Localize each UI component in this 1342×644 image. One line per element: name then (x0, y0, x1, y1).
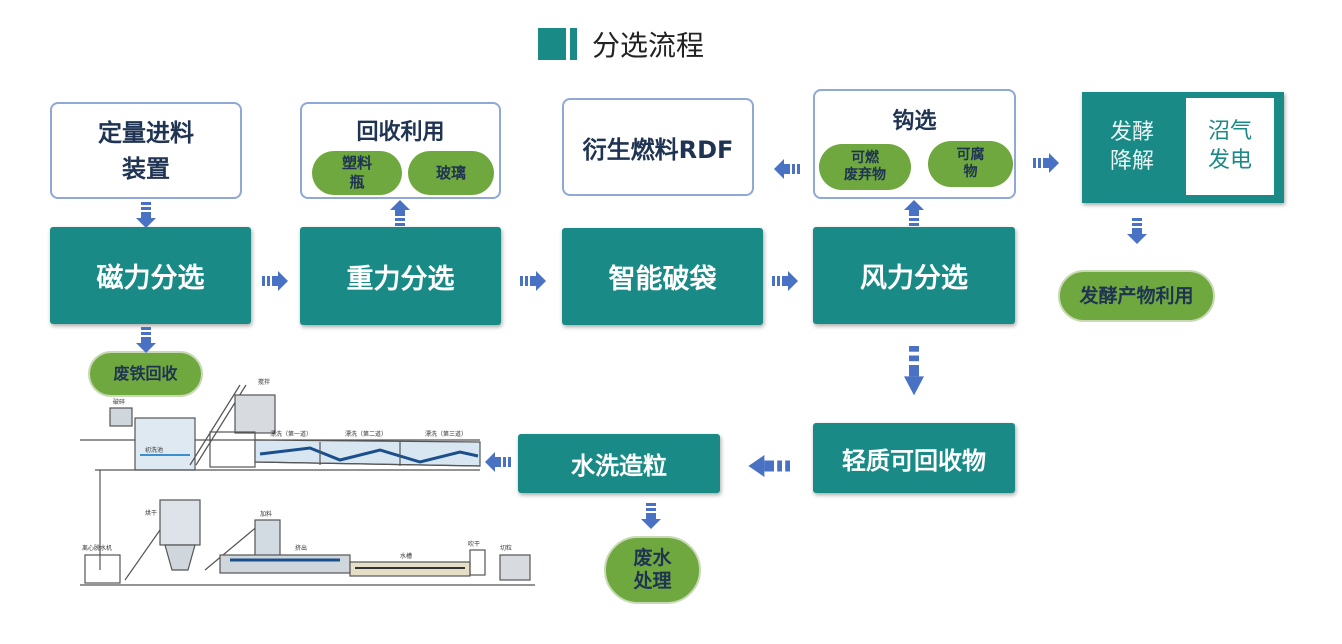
machine-label-j: 挤出 (295, 544, 307, 552)
biogas-power-l1: 沼气 (1207, 118, 1252, 144)
arrow-hook-to-rdf (774, 159, 800, 179)
arrow-wind-to-light (904, 346, 924, 396)
machine-label-d: 漂洗（第一道） (270, 430, 312, 438)
machine-label-f: 漂洗（第三道） (425, 430, 467, 438)
plastic-bottle-pill: 塑料 瓶 (312, 151, 402, 195)
page-title: 分选流程 (592, 29, 705, 62)
arrow-mag-to-grav (262, 271, 288, 291)
feed-device-line2: 装置 (122, 154, 170, 183)
feed-device-line1: 定量进料 (98, 118, 194, 147)
arrow-smart-to-wind (772, 271, 798, 291)
wastewater-l1: 废水 (633, 547, 672, 570)
machine-label-h: 烘干 (145, 509, 157, 517)
machine-label-l: 吹干 (468, 540, 480, 548)
ferment-degrade-l1: 发酵 (1109, 119, 1154, 145)
wash-pelletize-box: 水洗造粒 (518, 434, 720, 493)
machine-label-e: 漂洗（第二道） (345, 430, 387, 438)
feed-device-box: 定量进料 装置 (50, 102, 242, 199)
recycle-box: 回收利用 塑料 瓶 玻璃 (300, 102, 501, 199)
arrow-feed-to-mag (136, 202, 156, 228)
perishable-l1: 可腐 (956, 146, 985, 163)
combustible-l2: 废弃物 (844, 167, 886, 183)
combustible-pill: 可燃 废弃物 (819, 144, 911, 190)
wastewater-pill: 废水 处理 (604, 536, 701, 604)
plastic-bottle-l1: 塑料 (341, 154, 372, 173)
smart-bag-break-box: 智能破袋 (562, 228, 763, 325)
hook-sort-box: 钩选 可燃 废弃物 可腐 物 (813, 89, 1016, 199)
arrow-ferment-to-product (1127, 218, 1147, 244)
wastewater-l2: 处理 (633, 570, 672, 592)
combustible-l1: 可燃 (851, 149, 879, 166)
perishable-pill: 可腐 物 (928, 141, 1013, 187)
biogas-power-l2: 发电 (1207, 147, 1252, 173)
light-recyclable-box: 轻质可回收物 (813, 423, 1015, 493)
arrow-grav-to-smart (520, 271, 546, 291)
arrow-grav-to-recycle (390, 200, 410, 226)
machine-label-m: 切粒 (500, 544, 512, 552)
arrow-wash-to-water (641, 503, 661, 529)
ferment-product-pill: 发酵产物利用 (1058, 270, 1215, 322)
ferment-degrade-l2: 降解 (1109, 148, 1154, 174)
rdf-box: 衍生燃料RDF (562, 98, 754, 196)
fermentation-panel: 发酵 降解 沼气 发电 (1082, 92, 1284, 203)
gravity-sort-box: 重力分选 (300, 227, 501, 325)
wind-sort-box: 风力分选 (813, 227, 1015, 324)
arrow-wind-to-hook (904, 200, 924, 226)
machine-label-g: 离心脱水机 (82, 544, 112, 552)
machine-label-i: 加料 (260, 510, 272, 518)
biogas-power-box: 沼气 发电 (1186, 98, 1274, 195)
title-icon (538, 28, 566, 60)
plastic-bottle-l2: 瓶 (349, 173, 365, 191)
machine-label-a: 搅拌 (258, 378, 270, 386)
machine-label-k: 水槽 (400, 552, 412, 560)
ferment-degrade-text: 发酵 降解 (1082, 92, 1182, 203)
perishable-l2: 物 (963, 164, 978, 180)
machinery-illustration: 搅拌 破碎 初洗池 漂洗（第一道） 漂洗（第二道） 漂洗（第三道） 离心脱水机 … (80, 378, 535, 586)
title-icon-bar (570, 28, 577, 60)
arrow-light-to-wash (748, 455, 790, 477)
recycle-title: 回收利用 (356, 120, 445, 145)
arrow-hook-to-ferment (1033, 153, 1059, 173)
machine-label-b: 破碎 (113, 398, 125, 406)
arrow-mag-to-iron (136, 327, 156, 353)
glass-pill: 玻璃 (408, 151, 494, 195)
magnetic-sort-box: 磁力分选 (50, 227, 251, 324)
machine-label-c: 初洗池 (145, 446, 163, 454)
hook-sort-title: 钩选 (892, 109, 937, 134)
